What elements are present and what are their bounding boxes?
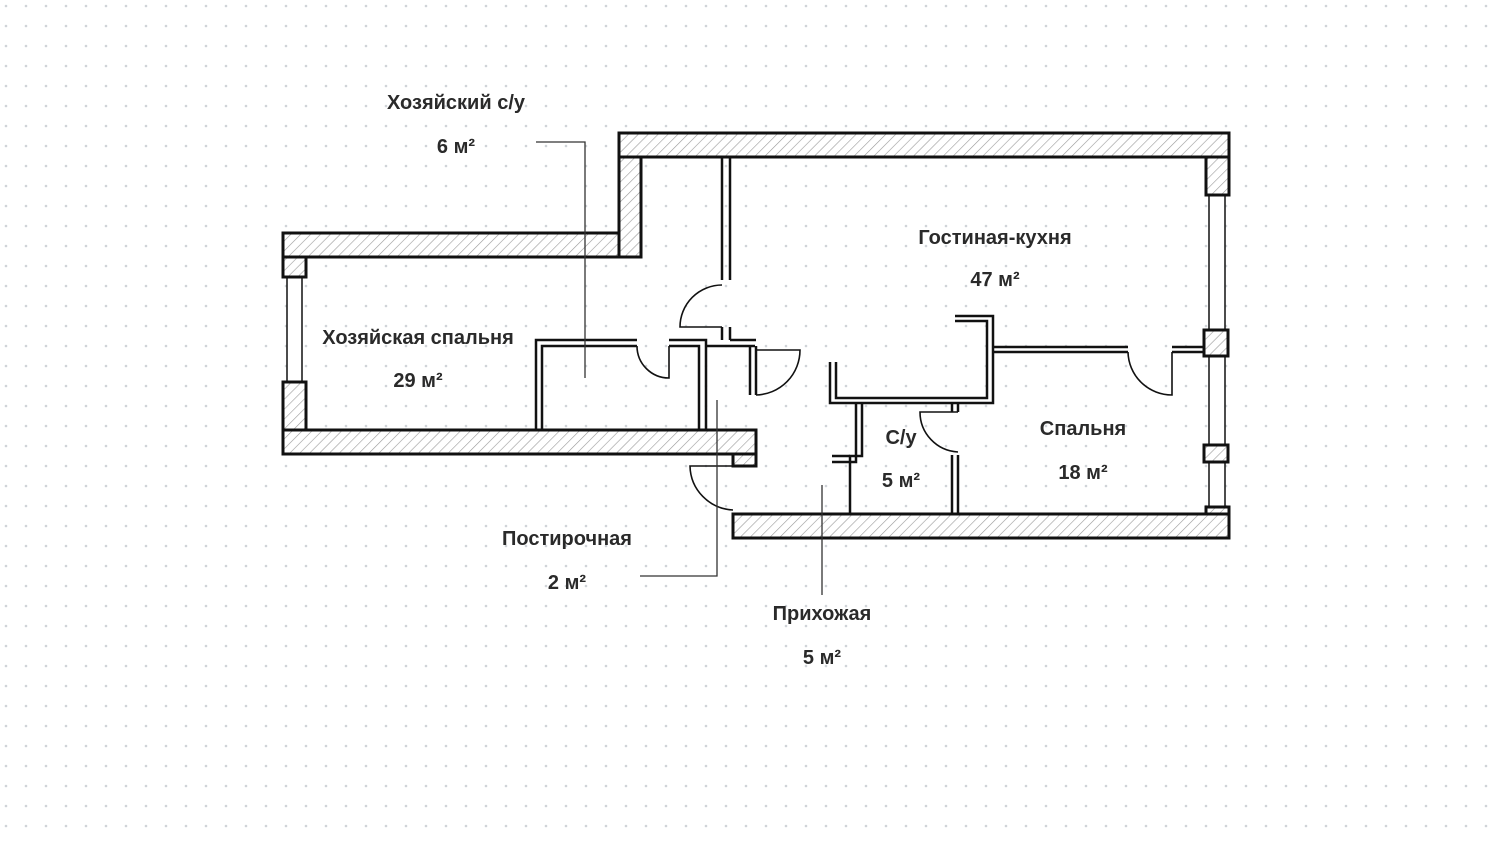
wall-top (617, 131, 1231, 159)
wall-pillar-2 (1202, 443, 1230, 464)
label-bedroom-area: 18 м² (1058, 462, 1108, 484)
label-master-bath-name: Хозяйский с/у (387, 92, 526, 114)
door-laundry (755, 349, 801, 396)
outer-walls (281, 131, 1231, 540)
door-bedroom (1127, 351, 1173, 396)
label-living-kitchen-name: Гостиная-кухня (918, 227, 1071, 249)
wall-right-upper (1204, 155, 1231, 197)
label-bath-name: С/у (885, 427, 917, 449)
wall-left-lower (281, 380, 308, 432)
wall-bottom-right (731, 512, 1231, 540)
label-laundry-name: Постирочная (502, 528, 632, 550)
door-entrance (689, 465, 734, 511)
label-laundry-area: 2 м² (548, 572, 586, 594)
label-bath-area: 5 м² (882, 470, 920, 492)
label-master-bedroom-name: Хозяйская спальня (322, 327, 514, 349)
wall-bedroom-top (281, 231, 621, 259)
wall-pillar-1 (1202, 328, 1230, 358)
door-closet (636, 345, 670, 379)
door-bath (919, 411, 959, 453)
wall-bedroom-bottom (281, 428, 758, 456)
label-master-bath-area: 6 м² (437, 136, 475, 158)
wall-left-upper (281, 255, 308, 279)
leader-master-bath (536, 141, 586, 378)
label-bedroom-name: Спальня (1040, 418, 1126, 440)
label-master-bedroom-area: 29 м² (393, 370, 443, 392)
windows (286, 195, 1226, 507)
door-master-bath (679, 284, 723, 328)
leader-laundry (640, 400, 718, 577)
doors (636, 284, 1173, 511)
wall-step (731, 452, 758, 468)
wall-tower-left (617, 155, 643, 259)
room-labels: Хозяйский с/у 6 м² Гостиная-кухня 47 м² … (322, 92, 1126, 669)
interior-walls (534, 157, 1204, 514)
label-hallway-area: 5 м² (803, 647, 841, 669)
label-hallway-name: Прихожая (773, 603, 872, 625)
leader-lines (536, 141, 823, 595)
label-living-kitchen-area: 47 м² (970, 269, 1020, 291)
